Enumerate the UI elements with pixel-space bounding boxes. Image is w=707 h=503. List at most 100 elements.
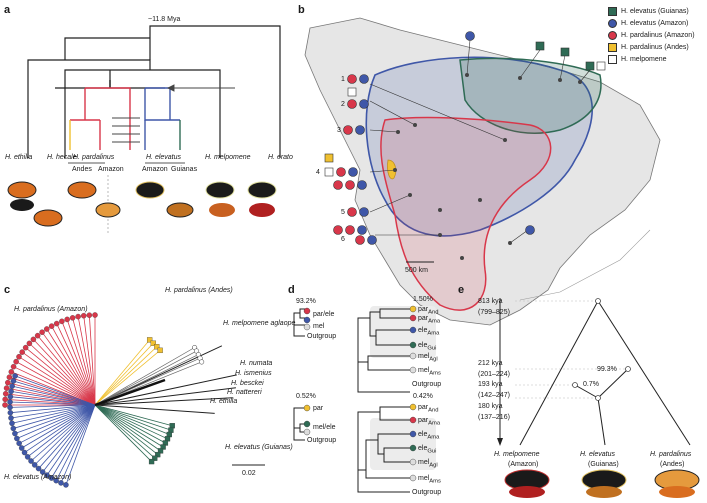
d-top-tip: parAnd [418,306,439,316]
outgroup-branch [94,374,237,406]
pard-amazon-branch [15,361,96,406]
pard-amazon-branch [46,328,96,406]
pard-amazon-branch [13,366,96,406]
elev-amazon-tip [9,383,15,389]
pard-amazon-branch [37,335,96,406]
elev-guianas-branch [94,404,166,444]
pard-amazon-branch [25,347,96,406]
d-top-tip: melAms [418,367,441,377]
label-pard-andes: H. pardalinus (Andes) [165,287,233,294]
pard-amazon-tip [80,312,87,319]
tip-sub: Ama [427,330,440,337]
pard-amazon-tip [6,374,13,380]
tip-name: ele [418,445,428,452]
elev-amazon-branch [11,391,96,406]
pard-amazon-tip [86,312,93,318]
elev-amazon-branch [21,404,96,449]
elev-amazon-tip [10,425,17,432]
pard-andes-branch [94,346,158,406]
sub-amazon-pard: Amazon [98,166,124,173]
elev-amazon-tip [44,472,50,478]
d-top-right-pct: 1.50% [413,296,433,303]
pard-amazon-branch [61,321,96,406]
site-4: 4 [316,169,320,176]
outgroup-branch [94,387,237,406]
elev-amazon-tip [12,430,18,437]
central-stem [94,378,166,407]
label-ismenius: H. ismenius [235,370,272,377]
pard-amazon-tip [16,354,22,360]
taxon-erato: H. erato [268,154,293,161]
legend-label: H. pardalinus (Andes) [621,43,689,51]
pard-amazon-tip [3,385,10,391]
legend-swatch [608,30,617,40]
e-tip-melp-region: (Amazon) [508,461,539,468]
elev-amazon-tip [8,388,14,395]
tip-sub: Agl [429,356,438,363]
d-top-tip: eleAma [418,327,439,337]
tip-sub: Gui [427,448,437,455]
d-tl-outgroup: Outgroup [307,333,337,340]
pard-amazon-tip [69,315,76,321]
site-2: 2 [341,101,345,108]
elev-amazon-tip [63,482,69,488]
label-besckei: H. besckei [231,380,264,387]
legend-swatch [608,18,617,28]
elev-amazon-tip [12,373,18,379]
d-bot-tip: parAnd [418,404,439,414]
tip-sub: Ama [428,420,441,427]
pard-amazon-branch [88,315,96,406]
elev-guianas-tip [152,455,158,461]
tip-name: mel [418,459,430,466]
d-bot-tip: melAgl [418,459,438,469]
elev-amazon-branch [10,404,96,414]
panel-e-letter: e [458,284,465,296]
sub-guianas: Guianas [171,166,198,173]
tip-sub: Ama [427,434,440,441]
elev-amazon-tip [7,399,13,405]
elev-amazon-branch [51,404,96,479]
sub-amazon-elev: Amazon [142,166,168,173]
elev-amazon-branch [12,385,96,406]
pard-amazon-branch [11,371,96,406]
e-range-193: (142–247) [478,392,510,399]
label-pard-amazon: H. pardalinus (Amazon) [14,306,88,313]
map-legend: H. elevatus (Guianas) H. elevatus (Amazo… [608,5,695,65]
d-bot-tip: melAms [418,475,441,485]
d-bottom-right-pct: 0.42% [413,393,433,400]
e-tip-pard: H. pardalinus [650,451,692,458]
site-1: 1 [341,76,345,83]
d-bot-tip: eleGui [418,445,436,455]
pard-andes-branch [94,342,154,406]
e-time-813: 813 kya [478,298,503,305]
e-range-180: (137–216) [478,414,510,421]
elev-amazon-branch [10,401,96,406]
label-nattereri: H. nattereri [227,389,262,396]
d-bot-tip: parAma [418,417,440,427]
tip-name: ele [418,342,428,349]
elev-amazon-tip [31,462,38,468]
d-tl-parele: par/ele [313,311,335,318]
pard-andes-tip [154,344,160,350]
tip-name: ele [418,327,428,334]
pard-amazon-tip [2,396,8,403]
tree-scale-label: 0.02 [242,470,256,477]
d-bl-outgroup: Outgroup [307,437,337,444]
legend-label: H. melpomene [621,55,667,63]
e-tip-melp: H. melpomene [494,451,540,458]
elev-amazon-tip [16,440,22,447]
tip-name: par [418,306,429,313]
elev-amazon-branch [13,380,96,406]
pard-amazon-tip [75,313,81,320]
pard-amazon-tip [44,326,50,332]
d-bl-par: par [313,405,324,412]
legend-row: H. melpomene [608,53,695,65]
elev-amazon-tip [10,378,17,384]
d-top-tip: melAgl [418,353,438,363]
melp-branch [94,357,201,406]
pard-amazon-tip [48,323,55,329]
tip-sub: Gui [427,345,437,352]
elev-amazon-branch [42,404,96,473]
